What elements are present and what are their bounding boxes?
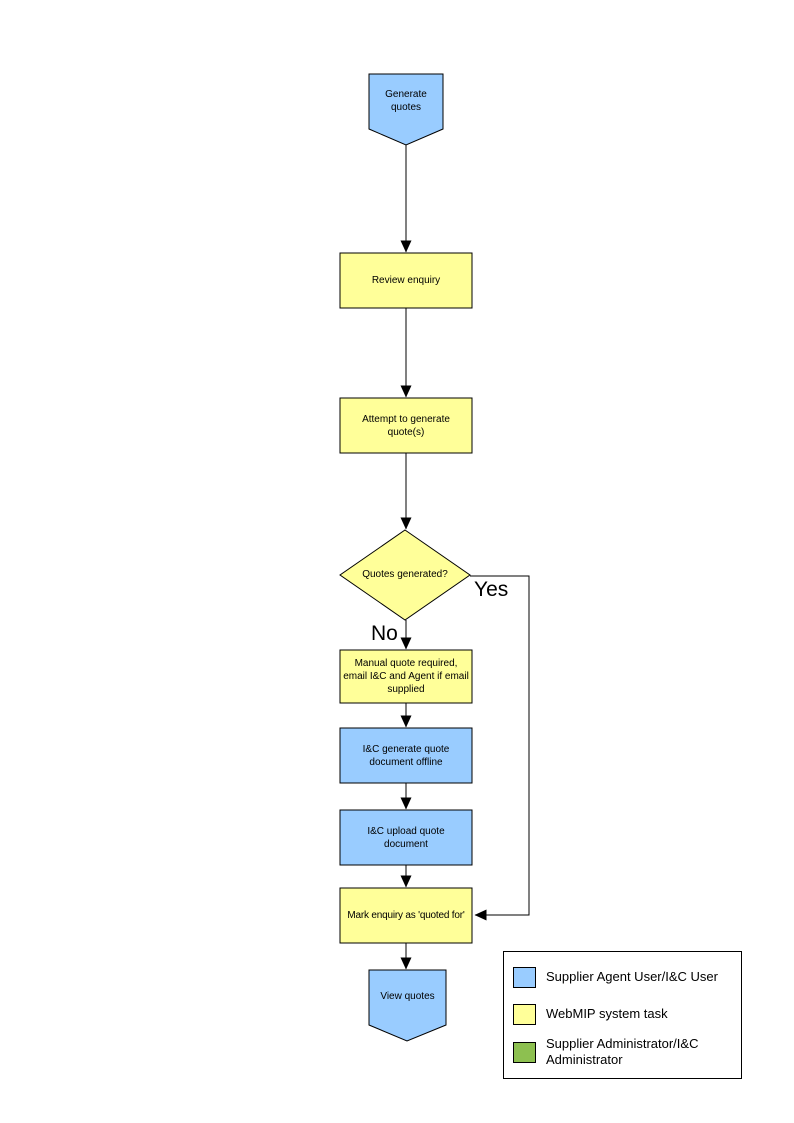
- legend-swatch-yellow: [513, 1004, 536, 1025]
- legend-label-webmip-task: WebMIP system task: [546, 1006, 668, 1022]
- legend-label-supplier-agent: Supplier Agent User/I&C User: [546, 969, 718, 985]
- node-generate-quotes: [368, 73, 444, 146]
- node-review-enquiry: [339, 252, 473, 309]
- legend-row-supplier-admin: Supplier Administrator/I&C Administrator: [513, 1036, 738, 1069]
- edge-label-yes: Yes: [474, 578, 509, 601]
- node-label-generate-quotes: Generate quotes: [385, 88, 427, 113]
- node-label-attempt-generate: Attempt to generate quote(s): [362, 413, 450, 438]
- node-mark-quoted-for: [339, 887, 473, 944]
- legend-row-supplier-agent: Supplier Agent User/I&C User: [513, 967, 738, 988]
- node-view-quotes: [368, 969, 447, 1042]
- node-label-manual-quote: Manual quote required, email I&C and Age…: [343, 658, 469, 695]
- edge-label-no: No: [371, 622, 398, 645]
- node-manual-quote: [339, 649, 473, 704]
- node-label-review-enquiry: Review enquiry: [371, 275, 441, 286]
- edge-decision-yes: [470, 575, 530, 921]
- node-label-ic-upload-quote: I&C upload quote document: [367, 825, 445, 850]
- node-quotes-generated-decision: [339, 529, 471, 621]
- node-ic-generate-offline: [339, 727, 473, 784]
- legend-swatch-blue: [513, 967, 536, 988]
- node-label-quotes-generated: Quotes generated?: [362, 568, 448, 580]
- node-attempt-generate: [339, 397, 473, 454]
- legend-swatch-green: [513, 1041, 536, 1063]
- legend-box: Supplier Agent User/I&C User WebMIP syst…: [503, 951, 742, 1079]
- legend-label-supplier-admin: Supplier Administrator/I&C Administrator: [546, 1036, 699, 1068]
- legend-row-webmip-task: WebMIP system task: [513, 1004, 738, 1025]
- node-label-ic-generate-offline: I&C generate quote document offline: [362, 743, 450, 768]
- node-label-mark-quoted-for: Mark enquiry as 'quoted for': [347, 910, 465, 921]
- node-label-view-quotes: View quotes: [380, 991, 435, 1002]
- node-ic-upload-quote: [339, 809, 473, 866]
